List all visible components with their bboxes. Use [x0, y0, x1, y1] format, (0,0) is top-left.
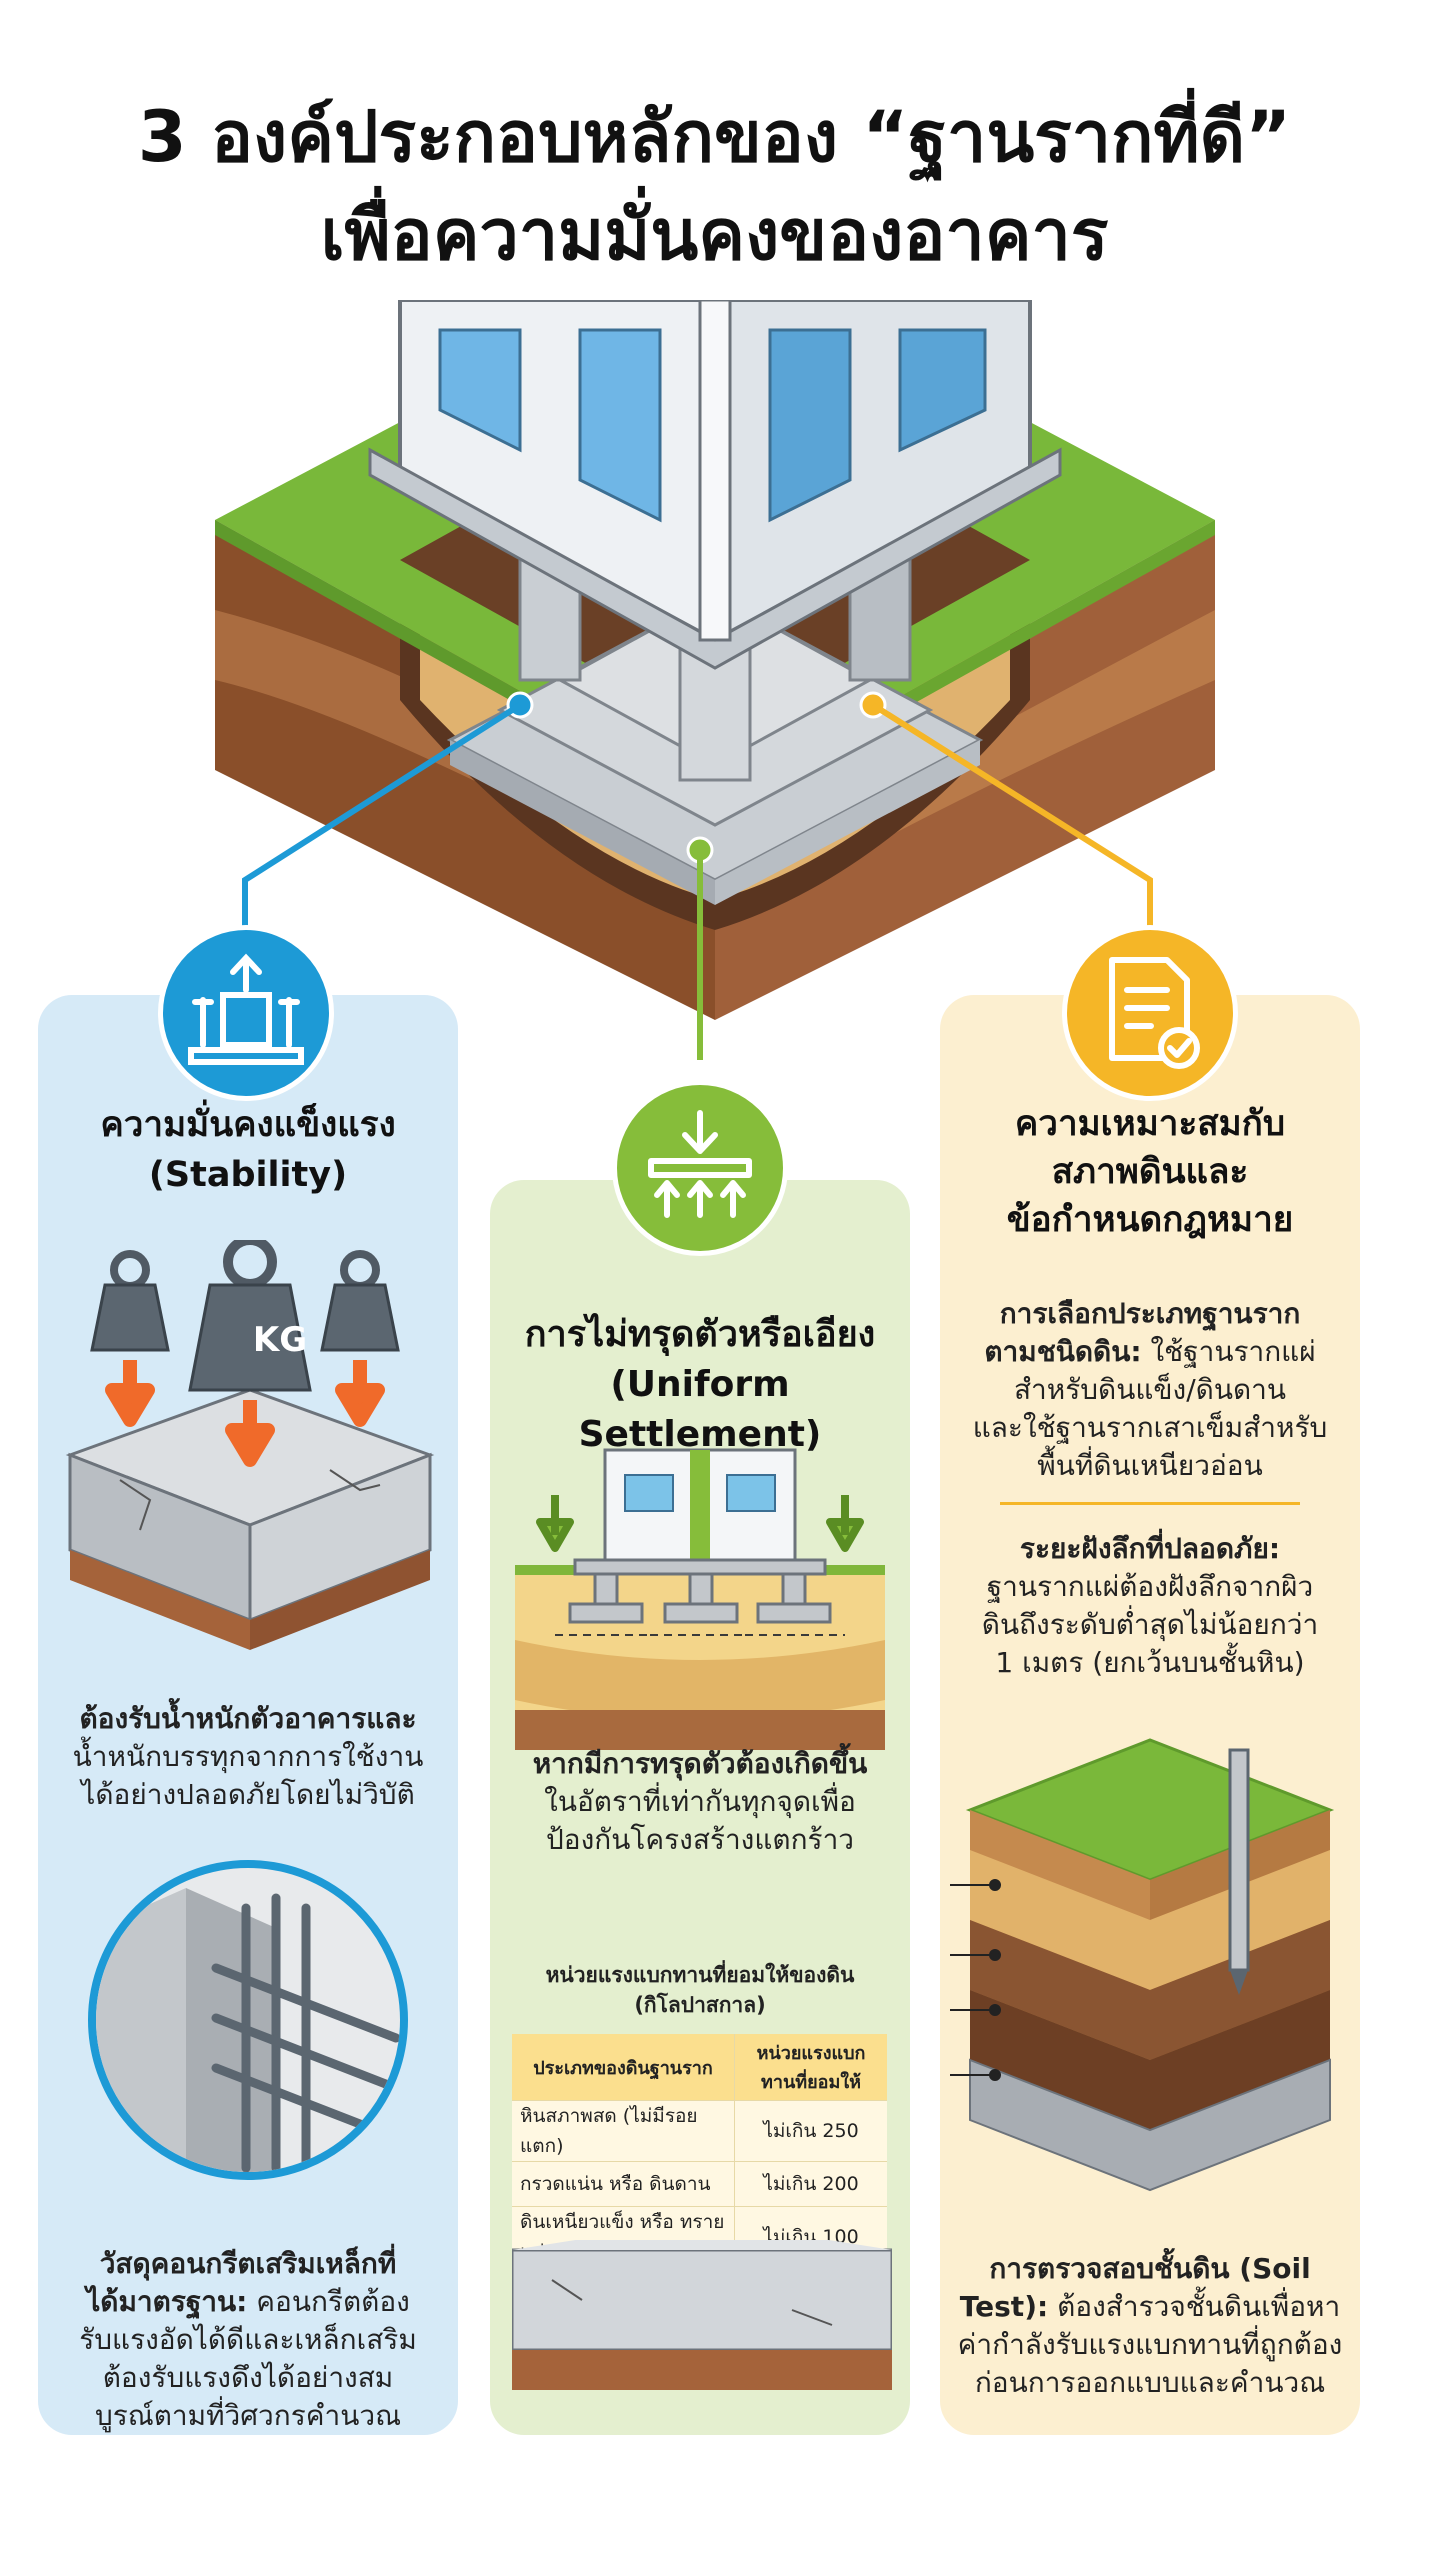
table-header: ประเภทของดินฐานราก [512, 2034, 735, 2101]
stability-description: ต้องรับน้ำหนักตัวอาคารและ น้ำหนักบรรทุกจ… [72, 1702, 424, 1811]
embedment-depth-description: ระยะฝังลึกที่ปลอดภัย: ฐานรากแผ่ต้องฝังลึ… [981, 1532, 1319, 1679]
settlement-load-icon [612, 1080, 788, 1256]
stability-title: ความมั่นคงแข็งแรง (Stability) [100, 1105, 396, 1195]
reinforced-concrete-illustration [88, 1860, 408, 2180]
soil-test-description: การตรวจสอบชั้นดิน (Soil Test): ต้องสำรวจ… [957, 2252, 1343, 2399]
bearing-table-caption: หน่วยแรงแบกทานที่ยอมให้ของดิน (กิโลปาสกา… [545, 1963, 855, 2017]
stability-panel [38, 995, 458, 2435]
table-header-row: ประเภทของดินฐานราก หน่วยแรงแบกทานที่ยอมใ… [512, 2034, 887, 2101]
soil-law-title: ความเหมาะสมกับ สภาพดินและ ข้อกำหนดกฎหมาย [1006, 1104, 1294, 1240]
title-line-1: 3 องค์ประกอบหลักของ “ฐานรากที่ดี” [137, 96, 1292, 178]
divider [1000, 1502, 1300, 1505]
settlement-title: การไม่ทรุดตัวหรือเอียง (Uniform Settleme… [524, 1314, 876, 1455]
settlement-description: หากมีการทรุดตัวต้องเกิดขึ้น ในอัตราที่เท… [532, 1747, 868, 1856]
title-line-2: เพื่อความมั่นคงของอาคาร [320, 194, 1109, 276]
table-header: หน่วยแรงแบกทานที่ยอมให้ [734, 2034, 887, 2101]
bearing-capacity-table: ประเภทของดินฐานราก หน่วยแรงแบกทานที่ยอมใ… [512, 2034, 887, 2268]
uniform-settlement-illustration [515, 1448, 885, 1750]
reinforced-concrete-description: วัสดุคอนกรีตเสริมเหล็กที่ ได้มาตรฐาน: คอ… [79, 2247, 417, 2432]
page-title: 3 องค์ประกอบหลักของ “ฐานรากที่ดี” เพื่อค… [0, 88, 1429, 284]
stable-structure-icon [158, 925, 334, 1101]
table-cell: ไม่เกิน 200 [734, 2161, 887, 2207]
soil-layers-illustration [950, 1738, 1335, 2192]
table-cell: ไม่เกิน 250 [734, 2100, 887, 2162]
weight-label: KG [252, 1320, 308, 1360]
table-cell: หินสภาพสด (ไม่มีรอยแตก) [512, 2100, 735, 2162]
foundation-type-description: การเลือกประเภทฐานราก ตามชนิดดิน: ใช้ฐานร… [972, 1297, 1328, 1482]
table-row: กรวดแน่น หรือ ดินดาน ไม่เกิน 200 [512, 2161, 887, 2207]
weights-on-concrete-illustration [65, 1240, 435, 1650]
building-foundation-illustration [215, 300, 1215, 1060]
concrete-slab-illustration [512, 2240, 892, 2390]
soil-law-panel [940, 995, 1360, 2435]
table-row: หินสภาพสด (ไม่มีรอยแตก) ไม่เกิน 250 [512, 2100, 887, 2162]
table-cell: กรวดแน่น หรือ ดินดาน [512, 2161, 735, 2207]
document-check-icon [1062, 925, 1238, 1101]
